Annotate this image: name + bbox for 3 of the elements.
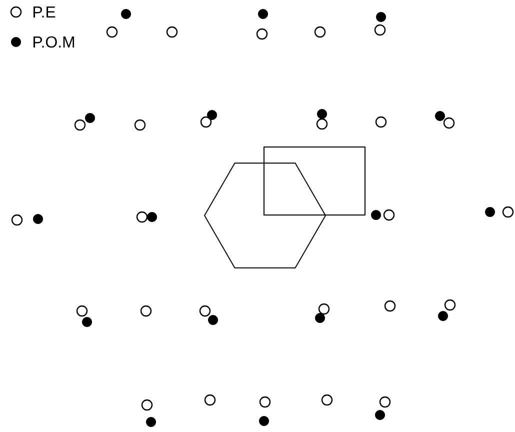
legend-text: P.O.M <box>34 36 74 48</box>
rectangle <box>264 146 366 216</box>
legend-text: P.E <box>34 6 56 18</box>
